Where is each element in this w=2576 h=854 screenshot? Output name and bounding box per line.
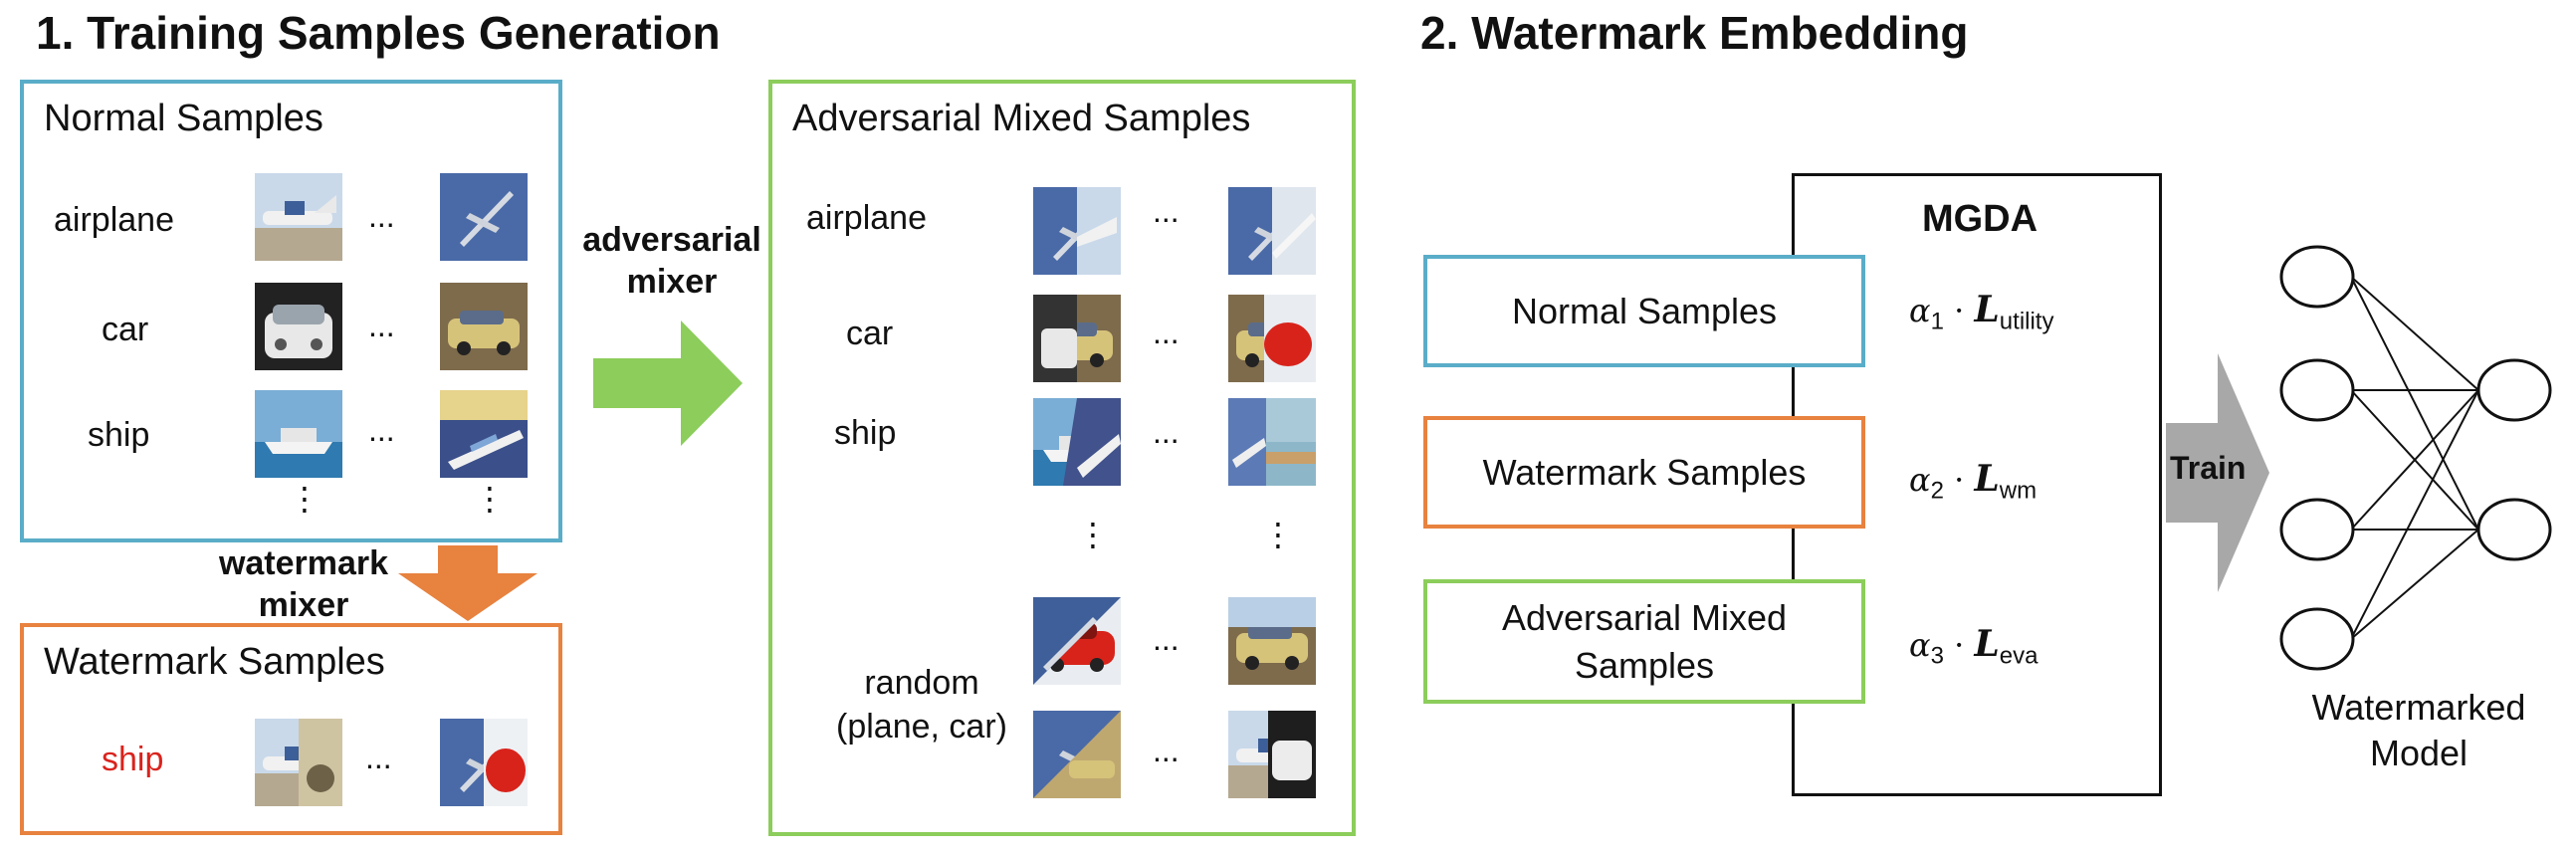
- adversarial-mixed-samples-title: Adversarial Mixed Samples: [792, 98, 1251, 139]
- adv-label-ship: ship: [834, 414, 897, 452]
- thumb-car-1: [255, 283, 342, 370]
- adversarial-mixer-arrow: [593, 320, 743, 446]
- vertical-ellipsis: ⋮: [1262, 517, 1294, 552]
- thumb-car-2: [440, 283, 528, 370]
- watermark-mixer-arrow: [398, 545, 537, 621]
- adv-thumb-car-1: [1033, 295, 1121, 382]
- adv-thumb-ship-2: [1228, 398, 1316, 486]
- vertical-ellipsis: ⋮: [289, 481, 321, 517]
- mgda-title: MGDA: [1921, 198, 2039, 240]
- normal-samples-title: Normal Samples: [44, 98, 323, 139]
- input-watermark-samples: Watermark Samples: [1423, 416, 1865, 529]
- input-neuron: [2279, 607, 2355, 671]
- vertical-ellipsis: ⋮: [474, 481, 506, 517]
- adv-label-random: random (plane, car): [836, 664, 1007, 746]
- ellipsis: ...: [1153, 733, 1180, 768]
- row-label-airplane: airplane: [54, 201, 174, 239]
- vertical-ellipsis: ⋮: [1077, 517, 1109, 552]
- adv-thumb-airplane-1: [1033, 187, 1121, 275]
- section-2-title: 2. Watermark Embedding: [1420, 7, 1969, 59]
- input-adversarial-mixed-samples: Adversarial Mixed Samples: [1423, 579, 1865, 704]
- ellipsis: ...: [1153, 414, 1180, 450]
- section-1-title: 1. Training Samples Generation: [36, 7, 721, 59]
- thumb-airplane-2: [440, 173, 528, 261]
- adversarial-mixer-label: adversarial mixer: [582, 221, 761, 301]
- watermarked-model-network: [2279, 245, 2552, 671]
- adv-label-airplane: airplane: [806, 199, 927, 237]
- input-neuron: [2279, 498, 2355, 561]
- normal-samples-box: Normal Samples airplane car ship ... ...…: [20, 80, 562, 542]
- watermark-label-ship: ship: [102, 741, 164, 778]
- watermarked-model-label: Watermarked Model: [2311, 687, 2526, 773]
- watermark-samples-title: Watermark Samples: [44, 641, 385, 683]
- output-neuron: [2476, 358, 2552, 422]
- thumb-airplane-1: [255, 173, 342, 261]
- ellipsis: ...: [1153, 315, 1180, 350]
- row-label-car: car: [102, 311, 149, 348]
- watermark-thumb-1: [255, 719, 342, 806]
- loss-wm: α2 · Lwm: [1909, 458, 2038, 505]
- adv-thumb-random-3: [1033, 711, 1121, 798]
- watermark-mixer-label: watermark mixer: [218, 544, 389, 624]
- ellipsis: ...: [365, 740, 392, 775]
- adv-label-car: car: [846, 315, 894, 352]
- ellipsis: ...: [368, 308, 395, 343]
- adv-thumb-random-2: [1228, 597, 1316, 685]
- adv-thumb-random-1: [1033, 597, 1121, 685]
- adv-thumb-random-4: [1228, 711, 1316, 798]
- ellipsis: ...: [1153, 621, 1180, 657]
- ellipsis: ...: [368, 198, 395, 234]
- ellipsis: ...: [368, 412, 395, 448]
- input-neuron: [2279, 358, 2355, 422]
- thumb-ship-2: [440, 390, 528, 478]
- adv-thumb-airplane-2: [1228, 187, 1316, 275]
- output-neuron: [2476, 498, 2552, 561]
- loss-eva: α3 · Leva: [1909, 623, 2039, 670]
- watermark-samples-box: Watermark Samples ship ...: [20, 623, 562, 835]
- input-normal-samples: Normal Samples: [1423, 255, 1865, 367]
- adv-thumb-car-2: [1228, 295, 1316, 382]
- loss-utility: α1 · Lutility: [1909, 289, 2054, 335]
- input-neuron: [2279, 245, 2355, 309]
- train-arrow: [2166, 353, 2269, 592]
- ellipsis: ...: [1153, 193, 1180, 229]
- adversarial-mixed-samples-box: Adversarial Mixed Samples airplane car s…: [768, 80, 1356, 836]
- watermark-thumb-2: [440, 719, 528, 806]
- row-label-ship: ship: [88, 416, 150, 454]
- train-label: Train: [2170, 450, 2247, 486]
- thumb-ship-1: [255, 390, 342, 478]
- adv-thumb-ship-1: [1033, 398, 1121, 486]
